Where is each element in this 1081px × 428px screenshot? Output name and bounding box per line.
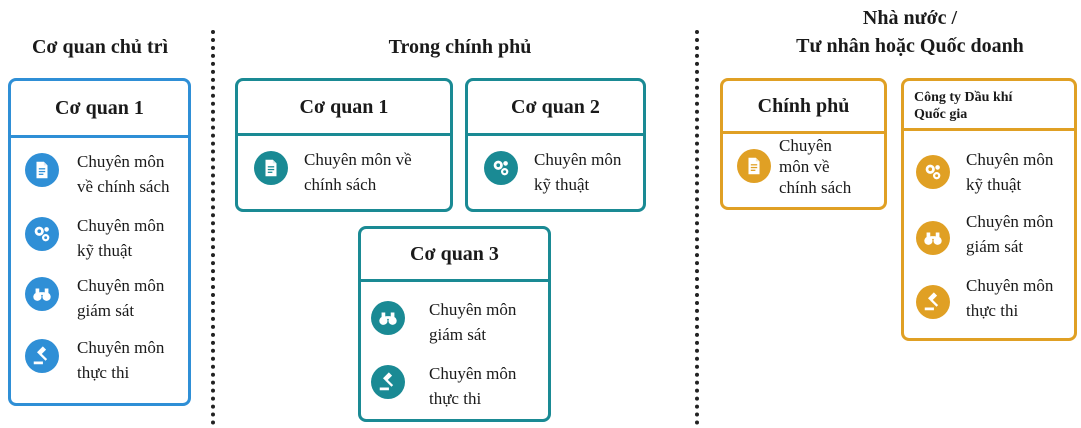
item-label-line1: Chuyên môn [966, 276, 1054, 295]
column-divider-right [695, 30, 699, 425]
item-label-line1: Chuyên môn [966, 212, 1054, 231]
item-label-line2: thực thi [429, 389, 482, 408]
item-label-line1: Chuyên môn [77, 276, 165, 295]
column-title-state-private: Nhà nước / Tư nhân hoặc Quốc doanh [740, 4, 1080, 60]
item-label-line2: môn về [779, 157, 830, 176]
box-heading: Cơ quan 2 [468, 81, 643, 136]
gears-icon [484, 151, 518, 185]
item-label-line2: giám sát [966, 237, 1024, 256]
gears-icon [25, 217, 59, 251]
government-agency-2-box: Cơ quan 2 Chuyên môn kỹ thuật [465, 78, 646, 212]
column-title-line1: Nhà nước / [862, 7, 958, 29]
government-agency-3-box: Cơ quan 3 Chuyên môn giám sát Chuyên môn t… [358, 226, 551, 422]
gears-icon [916, 155, 950, 189]
box-heading-line2: Quốc gia [914, 107, 968, 122]
item-label-line2: giám sát [429, 325, 487, 344]
item-label-line1: Chuyên môn [77, 338, 165, 357]
item-label-line2: kỹ thuật [534, 175, 590, 194]
item-label-line3: chính sách [779, 178, 852, 197]
box-heading: Chính phủ [723, 81, 884, 134]
item-label-line2: giám sát [77, 301, 135, 320]
item-label-line2: thực thi [77, 363, 130, 382]
binoculars-icon [25, 277, 59, 311]
box-heading-line1: Công ty Dầu khí [914, 90, 1013, 105]
box-heading: Cơ quan 1 [11, 81, 188, 138]
box-heading: Cơ quan 1 [238, 81, 450, 136]
document-icon [254, 151, 288, 185]
item-label-line1: Chuyên môn [429, 300, 517, 319]
item-label-line1: Chuyên [779, 136, 832, 155]
gavel-icon [371, 365, 405, 399]
national-oil-company-box: Công ty Dầu khí Quốc gia Chuyên môn kỹ th… [901, 78, 1077, 341]
item-label-line1: Chuyên môn [77, 152, 165, 171]
column-title-line2: Tư nhân hoặc Quốc doanh [796, 35, 1024, 57]
item-label-line2: chính sách [304, 175, 377, 194]
box-heading: Công ty Dầu khí Quốc gia [904, 81, 1074, 131]
government-agency-1-box: Cơ quan 1 Chuyên môn về chính sách [235, 78, 453, 212]
document-icon [737, 149, 771, 183]
gavel-icon [916, 285, 950, 319]
document-icon [25, 153, 59, 187]
item-label-line1: Chuyên môn [534, 150, 622, 169]
gavel-icon [25, 339, 59, 373]
item-label-line2: thực thi [966, 301, 1019, 320]
central-government-box: Chính phủ Chuyên môn về chính sách [720, 78, 887, 210]
lead-agency-box: Cơ quan 1 Chuyên môn về chính sách Chuyên… [8, 78, 191, 406]
item-label-line2: kỹ thuật [966, 175, 1022, 194]
item-label-line2: về chính sách [77, 177, 170, 196]
column-title-government: Trong chính phủ [388, 36, 532, 58]
item-label-line2: kỹ thuật [77, 241, 133, 260]
box-heading: Cơ quan 3 [361, 229, 548, 282]
item-label-line1: Chuyên môn [77, 216, 165, 235]
item-label-line1: Chuyên môn [966, 150, 1054, 169]
column-divider-left [211, 30, 215, 425]
binoculars-icon [371, 301, 405, 335]
binoculars-icon [916, 221, 950, 255]
item-label-line1: Chuyên môn [429, 364, 517, 383]
column-title-lead-agency: Cơ quan chủ trì [31, 36, 169, 58]
item-label-line1: Chuyên môn về [304, 150, 412, 169]
